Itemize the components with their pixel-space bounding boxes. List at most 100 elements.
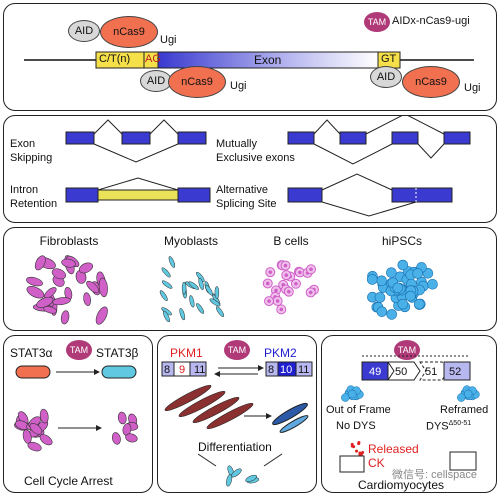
editor-diagram: [24, 51, 474, 69]
myoblast-cell: [214, 286, 220, 299]
myoblast-small: [226, 474, 233, 487]
hipsc-cell: [376, 306, 388, 317]
stat3-cell-before: [27, 441, 42, 452]
myoblast-cell: [181, 281, 187, 295]
pkm1-exon-11: 11: [194, 364, 206, 376]
aid-oval-bottom-right: AID: [370, 66, 402, 88]
myotube: [206, 402, 254, 430]
no-dys-label: No DYS: [336, 420, 376, 432]
dys-exon-49: 49: [369, 366, 382, 378]
pkm2-exon-11: 11: [298, 364, 310, 376]
fibroblast-cell: [52, 297, 71, 306]
hipsc-cell: [374, 292, 386, 303]
hipsc-cell: [405, 290, 416, 302]
pkm-arrow-right-up: [263, 453, 283, 467]
dys-exon-52: 52: [449, 366, 462, 378]
b-cell-nucleus: [284, 273, 289, 277]
intron-retention-label-2: Retention: [10, 198, 58, 210]
pkm-arrow-left-up: [197, 453, 217, 467]
cardio-progenitor: [463, 389, 473, 399]
myoblast-cell: [159, 290, 168, 301]
cardiomyocyte-healthy: [449, 451, 477, 471]
pkm-arrowhead-right: [266, 413, 272, 419]
hipsc-cell: [386, 309, 397, 320]
tam-oval-legend: TAM: [364, 12, 390, 32]
released-label: Released: [368, 442, 419, 456]
stat3-diagram: [14, 365, 139, 452]
pkm2-exon-box-2: [295, 361, 313, 377]
panel-cell-types: Fibroblasts Myoblasts B cells hiPSCs: [3, 227, 497, 331]
alt-splicing-site-label-2: Splicing Site: [216, 198, 277, 210]
pkm-diagram: [161, 361, 313, 487]
stat3-cell-before: [29, 423, 43, 435]
b-cells-label: B cells: [273, 234, 309, 248]
stat3-beta-label: STAT3β: [96, 346, 139, 360]
differentiated-myotube: [272, 402, 308, 426]
b-cell-nucleus: [265, 281, 270, 286]
dys-diagram: [339, 355, 480, 473]
panel-pkm: PKM1 PKM2 TAM 8 9 11 8 10 11 Differentia…: [157, 335, 317, 493]
differentiated-myotube: [279, 415, 309, 433]
b-cell-nucleus: [267, 299, 271, 303]
released-ck-dot: [359, 453, 363, 457]
myoblast-cell: [188, 281, 199, 290]
myoblast-cell: [163, 310, 171, 323]
ugi-label-top: Ugi: [160, 34, 177, 46]
dys-exon-50: 50: [395, 366, 408, 378]
cardio-progenitor: [347, 389, 357, 399]
legend-label: AIDx-nCas9-ugi: [392, 15, 470, 27]
myotube: [178, 390, 226, 418]
b-cell-nucleus: [298, 270, 302, 275]
released-ck-dot: [355, 449, 359, 453]
pkm1-label: PKM1: [170, 346, 203, 360]
myoblast-cell: [189, 295, 195, 308]
cell-cycle-arrest-label: Cell Cycle Arrest: [24, 474, 113, 488]
released-ck-dot: [352, 445, 356, 449]
fibroblast-cell: [43, 306, 57, 314]
myoblast-cell: [179, 308, 186, 321]
b-cell-nucleus: [308, 290, 313, 295]
fibroblasts-label: Fibroblasts: [39, 234, 99, 248]
dys-delta-superscript: Δ50-51: [448, 420, 472, 427]
myoblast-cell: [168, 256, 176, 268]
dys-delta-text: DYS: [426, 420, 449, 433]
pkm1-exon-box-2: [189, 361, 207, 377]
ugi-label-bottom-left: Ugi: [230, 80, 247, 92]
dys-exon-51: 51: [425, 366, 438, 378]
hipsc-cell: [397, 298, 409, 310]
myoblast-small: [245, 474, 258, 483]
watermark: 微信号: cellspace: [392, 469, 477, 481]
cardiomyocyte-damaged: [339, 455, 365, 473]
ck-label: CK: [368, 456, 385, 470]
b-cell-nucleus: [279, 307, 284, 312]
differentiation-label: Differentiation: [198, 440, 272, 454]
panel-base-editor: C/T(n) AG Exon GT AID nCas9 Ugi AID nCas…: [3, 3, 497, 111]
intron-retention-label-1: Intron: [10, 184, 39, 196]
dys-exon-box-52: [443, 361, 471, 381]
panel-stat3: STAT3α STAT3β TAM Cell Cycle Arrest: [3, 335, 153, 493]
ugi-label-bottom-right: Ugi: [464, 82, 481, 94]
released-ck-dot: [350, 442, 354, 446]
ncas9-oval-top: nCas9: [100, 16, 158, 48]
hipsc-cell: [366, 274, 378, 285]
myotube: [164, 384, 212, 412]
out-of-frame-label: Out of Frame: [326, 404, 391, 416]
myoblast-cell: [161, 280, 173, 289]
b-cell-nucleus: [275, 299, 280, 303]
hipsc-cell: [397, 259, 409, 271]
panel-splicing-types: Exon Skipping Mutually Exclusive exons I…: [3, 115, 497, 223]
exon-label: Exon: [254, 53, 282, 67]
released-ck-dot: [357, 441, 361, 445]
gt-label: GT: [381, 53, 397, 65]
hipsc-cell: [412, 268, 423, 279]
stat3-cell-after: [125, 433, 138, 443]
panel-dystrophin: TAM 49 50 51 52 Out of Frame Reframed No…: [321, 335, 497, 493]
reframed-label: Reframed: [440, 404, 489, 416]
b-cell-nucleus: [287, 289, 291, 294]
stat3-cell-after: [111, 432, 121, 445]
pkm2-label: PKM2: [264, 346, 297, 360]
ncas9-oval-bottom-left: nCas9: [168, 66, 226, 98]
stat3-cell-after: [117, 411, 127, 425]
pkm2-exon-8: 8: [268, 364, 275, 376]
hipsc-cell: [413, 298, 425, 310]
